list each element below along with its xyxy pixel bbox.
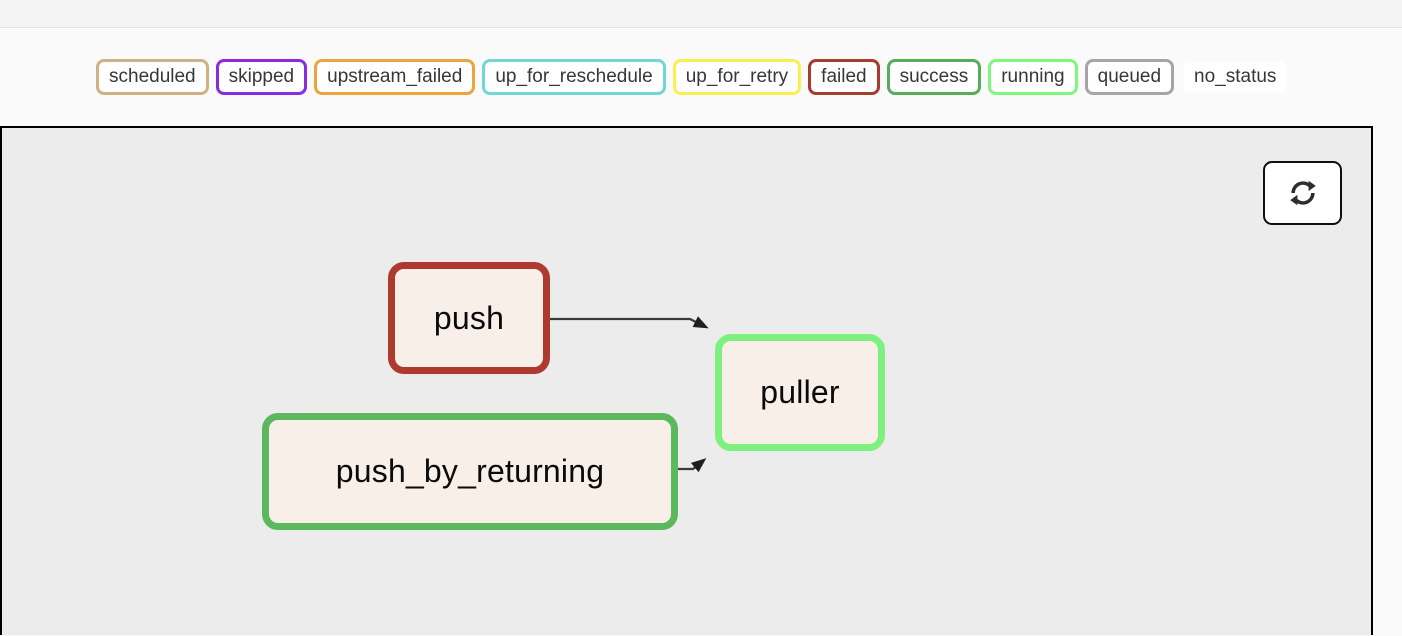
edge-push-to-puller [550, 316, 709, 329]
legend-badge-failed: failed [808, 59, 880, 95]
legend-badge-up_for_retry: up_for_retry [672, 59, 802, 95]
legend-badge-skipped: skipped [215, 59, 308, 95]
task-node-puller[interactable]: puller [715, 334, 885, 451]
legend-badge-no_status: no_status [1181, 59, 1290, 95]
task-node-push[interactable]: push [388, 262, 550, 374]
legend-badge-scheduled: scheduled [96, 59, 209, 95]
graph-panel: push push_by_returning puller [0, 126, 1373, 635]
task-node-push_by_returning[interactable]: push_by_returning [262, 413, 678, 530]
refresh-button[interactable] [1263, 161, 1342, 225]
edge-layer [550, 316, 709, 473]
legend-badge-running: running [988, 59, 1078, 95]
edge-push_by_returning-to-puller [678, 458, 707, 473]
legend-badge-up_for_reschedule: up_for_reschedule [482, 59, 666, 95]
legend-badge-upstream_failed: upstream_failed [314, 59, 476, 95]
top-strip [0, 0, 1402, 28]
legend-badge-success: success [886, 59, 982, 95]
legend-badge-queued: queued [1084, 59, 1175, 95]
refresh-icon [1287, 177, 1319, 209]
